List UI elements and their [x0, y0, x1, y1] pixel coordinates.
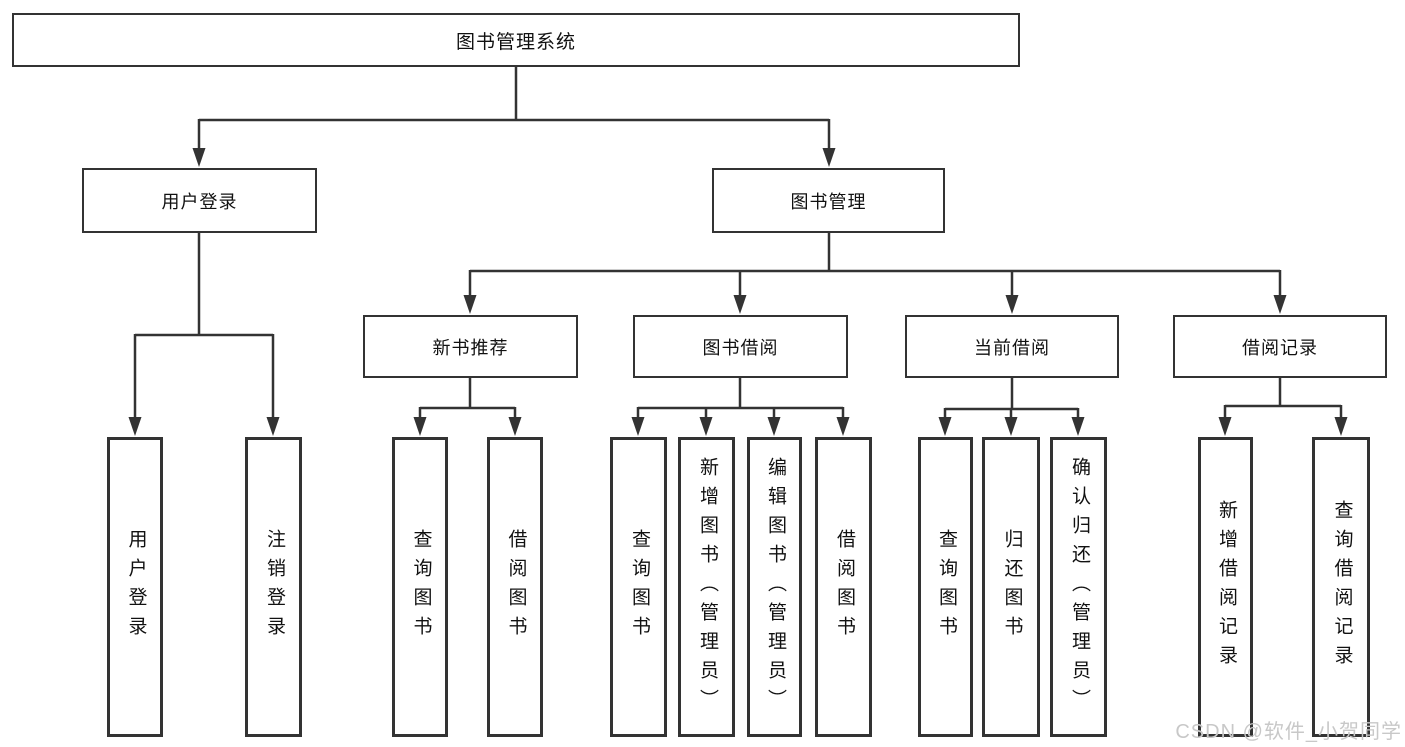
leaf-records-add-record: 新增借阅记录 — [1198, 437, 1253, 737]
leaf-current-return-book-label: 归还图书 — [1001, 529, 1023, 645]
leaf-user-login-label: 用户登录 — [125, 529, 147, 645]
node-user-login-branch: 用户登录 — [82, 168, 317, 233]
leaf-borrow-add-book-admin-label: 新增图书（管理员） — [696, 456, 718, 718]
leaf-borrow-edit-book-admin: 编辑图书（管理员） — [747, 437, 802, 737]
leaf-borrow-edit-book-admin-label: 编辑图书（管理员） — [764, 456, 786, 718]
arrowheads — [128, 148, 1348, 436]
leaf-borrow-borrow-book-label: 借阅图书 — [833, 529, 855, 645]
node-new-book-recommend: 新书推荐 — [363, 315, 578, 378]
leaf-user-logout: 注销登录 — [245, 437, 302, 737]
leaf-current-query-book-label: 查询图书 — [935, 529, 957, 645]
leaf-user-logout-label: 注销登录 — [263, 529, 285, 645]
node-current-borrowing: 当前借阅 — [905, 315, 1119, 378]
leaf-borrow-add-book-admin: 新增图书（管理员） — [678, 437, 735, 737]
leaf-current-confirm-return-admin: 确认归还（管理员） — [1050, 437, 1107, 737]
leaf-records-add-record-label: 新增借阅记录 — [1215, 500, 1237, 674]
node-book-borrowing: 图书借阅 — [633, 315, 848, 378]
leaf-newrec-query-book-label: 查询图书 — [410, 529, 432, 645]
leaf-newrec-borrow-book: 借阅图书 — [487, 437, 543, 737]
leaf-newrec-query-book: 查询图书 — [392, 437, 448, 737]
leaf-records-query-record: 查询借阅记录 — [1312, 437, 1370, 737]
leaf-current-return-book: 归还图书 — [982, 437, 1040, 737]
node-root-system: 图书管理系统 — [12, 13, 1020, 67]
leaf-records-query-record-label: 查询借阅记录 — [1331, 500, 1353, 674]
leaf-borrow-query-book: 查询图书 — [610, 437, 667, 737]
leaf-current-confirm-return-admin-label: 确认归还（管理员） — [1068, 456, 1090, 718]
leaf-user-login: 用户登录 — [107, 437, 163, 737]
leaf-newrec-borrow-book-label: 借阅图书 — [505, 529, 527, 645]
leaf-current-query-book: 查询图书 — [918, 437, 973, 737]
node-book-management: 图书管理 — [712, 168, 945, 233]
csdn-watermark: CSDN @软件_小贺同学 — [1175, 721, 1402, 743]
leaf-borrow-query-book-label: 查询图书 — [628, 529, 650, 645]
node-borrowing-records: 借阅记录 — [1173, 315, 1387, 378]
leaf-borrow-borrow-book: 借阅图书 — [815, 437, 872, 737]
